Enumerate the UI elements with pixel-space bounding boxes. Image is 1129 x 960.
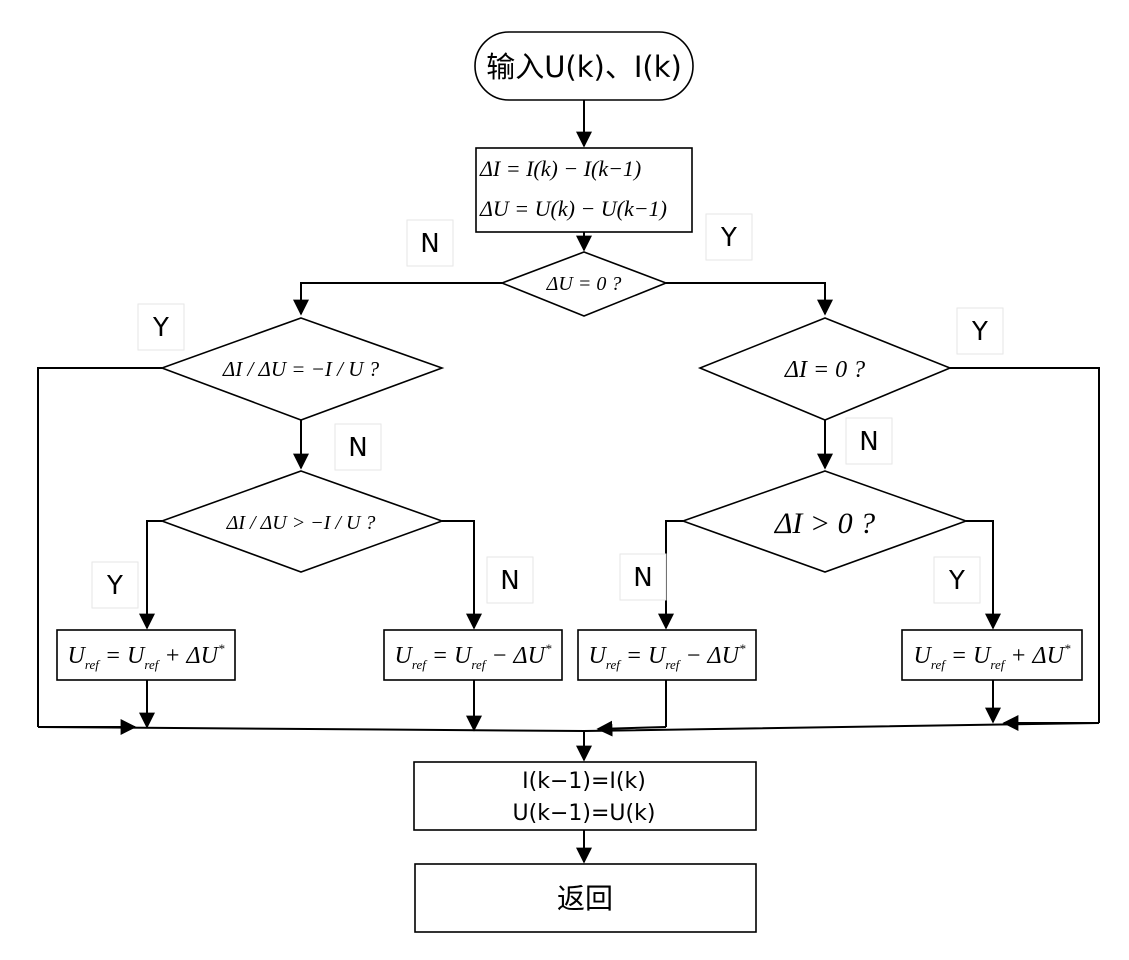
branch-labels: N Y Y N Y N Y N N Y	[91, 213, 1004, 609]
connectors	[37, 100, 1100, 864]
update-box-1: Uref = Uref + ΔU*	[56, 629, 236, 681]
decision-dipos: ΔI > 0 ?	[680, 470, 969, 573]
svg-text:N: N	[420, 229, 439, 259]
label-du0-yes: Y	[705, 213, 753, 261]
start-text: 输入U(k)、I(k)	[486, 50, 682, 84]
svg-text:Y: Y	[971, 317, 988, 347]
decision-di0-text: ΔI = 0 ?	[784, 357, 865, 383]
merge-line	[37, 722, 1100, 733]
arrow-ratio-gt-no	[442, 520, 482, 630]
update-2-text: Uref = Uref − ΔU*	[395, 641, 552, 672]
decision-ratio-eq-text: ΔI / ΔU = −I / U ?	[222, 357, 380, 381]
label-di0-yes: Y	[956, 307, 1004, 355]
decision-ratio-gt-text: ΔI / ΔU > −I / U ?	[226, 512, 376, 534]
calc-node: ΔI = I(k) − I(k−1) ΔU = U(k) − U(k−1)	[475, 147, 693, 233]
label-ratio-gt-yes: Y	[91, 561, 139, 609]
calc-du-text: ΔU = U(k) − U(k−1)	[479, 196, 667, 221]
svg-text:Y: Y	[106, 571, 123, 601]
start-node: 输入U(k)、I(k)	[474, 31, 694, 101]
store-u-text: U(k−1)=U(k)	[513, 801, 656, 826]
arrow-dipos-yes	[966, 520, 1001, 630]
decision-dipos-text: ΔI > 0 ?	[774, 507, 875, 540]
svg-text:Y: Y	[948, 566, 965, 596]
svg-text:N: N	[633, 563, 652, 593]
arrow-du0-yes	[666, 282, 833, 316]
line-di0-yes	[950, 367, 1100, 723]
arrow-dipos-no	[658, 520, 683, 630]
arrow-du0-no	[293, 282, 502, 316]
end-node: 返回	[414, 863, 757, 933]
label-ratio-gt-no: N	[486, 556, 534, 604]
update-1-text: Uref = Uref + ΔU*	[68, 641, 225, 672]
update-box-2: Uref = Uref − ΔU*	[383, 629, 563, 681]
store-i-text: I(k−1)=I(k)	[522, 769, 646, 794]
decision-du0: ΔU = 0 ?	[499, 251, 669, 317]
svg-text:N: N	[348, 433, 367, 463]
decision-ratio-eq: ΔI / ΔU = −I / U ?	[159, 317, 445, 421]
update-box-3: Uref = Uref − ΔU*	[577, 629, 757, 681]
label-du0-no: N	[406, 219, 454, 267]
update-4-text: Uref = Uref + ΔU*	[914, 641, 1071, 672]
svg-text:N: N	[859, 427, 878, 457]
line-ratio-eq-yes	[37, 367, 162, 727]
label-dipos-no: N	[619, 553, 667, 601]
arrow-ratio-gt-yes	[139, 520, 162, 630]
store-node: I(k−1)=I(k) U(k−1)=U(k)	[413, 761, 757, 831]
end-text: 返回	[557, 882, 613, 915]
svg-text:Y: Y	[152, 313, 169, 343]
arrow-upd3-merge	[596, 720, 667, 737]
decision-di0: ΔI = 0 ?	[697, 317, 953, 421]
calc-di-text: ΔI = I(k) − I(k−1)	[479, 156, 641, 181]
label-dipos-yes: Y	[933, 556, 981, 604]
label-ratio-eq-no: N	[334, 423, 382, 471]
label-ratio-eq-yes: Y	[137, 303, 185, 351]
label-di0-no: N	[845, 417, 893, 465]
svg-text:Y: Y	[720, 223, 737, 253]
update-box-4: Uref = Uref + ΔU*	[901, 629, 1083, 681]
update-3-text: Uref = Uref − ΔU*	[589, 641, 746, 672]
decision-ratio-gt: ΔI / ΔU > −I / U ?	[159, 470, 445, 573]
decision-du0-text: ΔU = 0 ?	[546, 273, 622, 295]
svg-text:N: N	[500, 566, 519, 596]
